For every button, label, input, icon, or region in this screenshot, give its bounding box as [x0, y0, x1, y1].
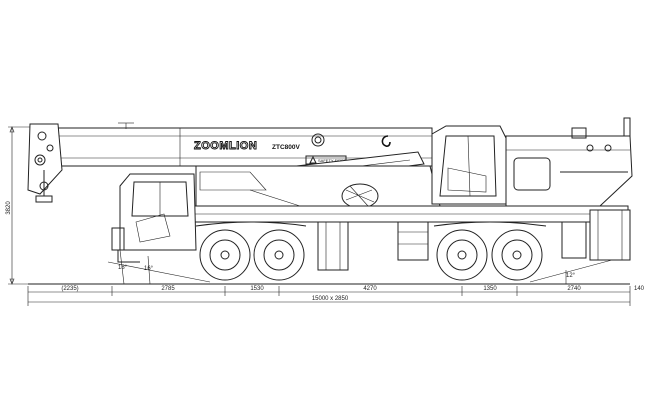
- segment-label-1: (2235): [61, 286, 78, 292]
- operator-cab: [431, 125, 507, 205]
- telescopic-boom: ZOOMLION ZTC800V SAFETY FIRST: [27, 122, 433, 203]
- front-mudguard: [195, 221, 307, 227]
- brand-logo-text: ZOOMLION: [194, 140, 257, 152]
- approach-angle: 18° 16°: [107, 249, 211, 285]
- wheel-axle-2: [253, 229, 305, 281]
- segment-label-7: 140: [634, 286, 645, 292]
- approach-angle-label-b: 16°: [144, 266, 154, 272]
- wheel-axle-4: [491, 229, 543, 281]
- wheel-axle-1: [199, 229, 251, 281]
- segment-label-5: 1350: [483, 286, 497, 292]
- segment-label-2: 2785: [161, 286, 175, 292]
- rear-mudguard: [433, 221, 547, 227]
- warning-plate-text: SAFETY FIRST: [318, 158, 347, 163]
- dimension-chain: (2235) 2785 1530 4270 1350 2740 140 1500…: [27, 286, 645, 306]
- segment-label-6: 2740: [567, 286, 581, 292]
- wheel-axle-3: [436, 229, 488, 281]
- driver-cab: [111, 173, 197, 263]
- lifting-badge-icon: [311, 133, 325, 147]
- overall-length-label: 15000 x 2850: [312, 296, 349, 302]
- height-dimension-label: 3820: [6, 201, 12, 215]
- hook-icon: [381, 135, 391, 147]
- model-label: ZTC800V: [272, 144, 300, 151]
- approach-angle-label-a: 18°: [118, 265, 128, 271]
- counterweight: [505, 117, 633, 207]
- departure-angle-label: 12°: [566, 273, 576, 279]
- superstructure-turntable: [195, 165, 441, 209]
- departure-angle: 12°: [529, 259, 613, 284]
- segment-label-4: 4270: [363, 286, 377, 292]
- chassis-frame: [187, 205, 631, 271]
- segment-label-3: 1530: [250, 286, 264, 292]
